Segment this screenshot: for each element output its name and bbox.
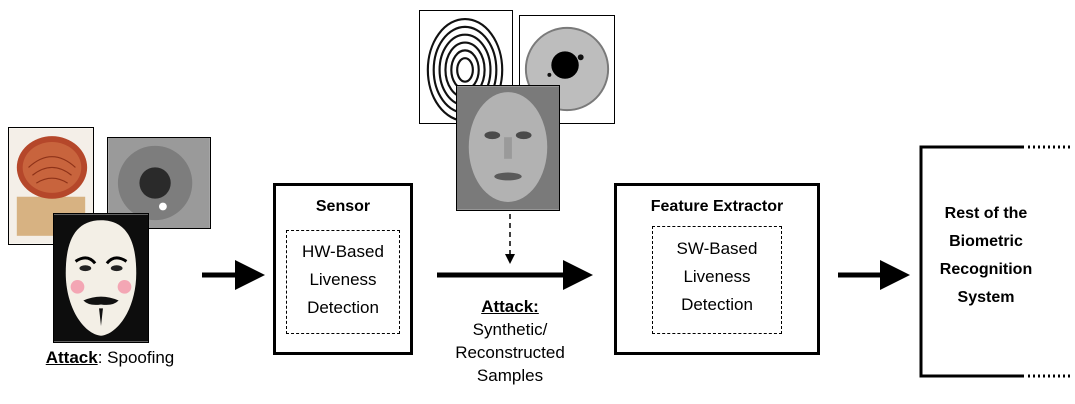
synthetic-face-photo (456, 85, 560, 211)
synthetic-attack-caption: Attack: Synthetic/ Reconstructed Samples (430, 295, 590, 387)
hw-line-2: Liveness (309, 270, 377, 289)
rest-of-system-label: Rest of the Biometric Recognition System (926, 200, 1046, 312)
synthetic-attack-label: Attack: (481, 297, 539, 316)
rest-line-1: Rest of the (944, 205, 1028, 222)
sw-line-2: Liveness (683, 267, 751, 286)
rest-line-2: Biometric (949, 233, 1023, 250)
sw-liveness-detection: SW-Based Liveness Detection (652, 226, 782, 334)
sensor-title: Sensor (315, 198, 371, 215)
rest-line-3: Recognition (939, 261, 1033, 278)
sensor-box: Sensor HW-Based Liveness Detection (273, 183, 413, 355)
sw-line-1: SW-Based (676, 239, 758, 258)
rest-line-4: System (957, 289, 1015, 306)
synthetic-line-1: Synthetic/ (472, 320, 548, 339)
mask-photo (53, 213, 149, 343)
feature-extractor-title: Feature Extractor (650, 198, 784, 215)
rest-box-outline (919, 145, 1024, 378)
synthetic-line-3: Samples (476, 366, 544, 385)
hw-line-3: Detection (307, 298, 379, 317)
hw-liveness-detection: HW-Based Liveness Detection (286, 230, 400, 334)
sw-line-3: Detection (681, 295, 753, 314)
feature-extractor-box: Feature Extractor SW-Based Liveness Dete… (614, 183, 820, 355)
synthetic-line-2: Reconstructed (455, 343, 565, 362)
spoofing-attack-caption: Attack: Spoofing (20, 346, 200, 369)
spoofing-attack-text: : Spoofing (97, 348, 175, 367)
hw-line-1: HW-Based (302, 242, 384, 261)
synthetic-iris-photo (519, 15, 615, 124)
spoofing-attack-label: Attack (45, 348, 98, 367)
